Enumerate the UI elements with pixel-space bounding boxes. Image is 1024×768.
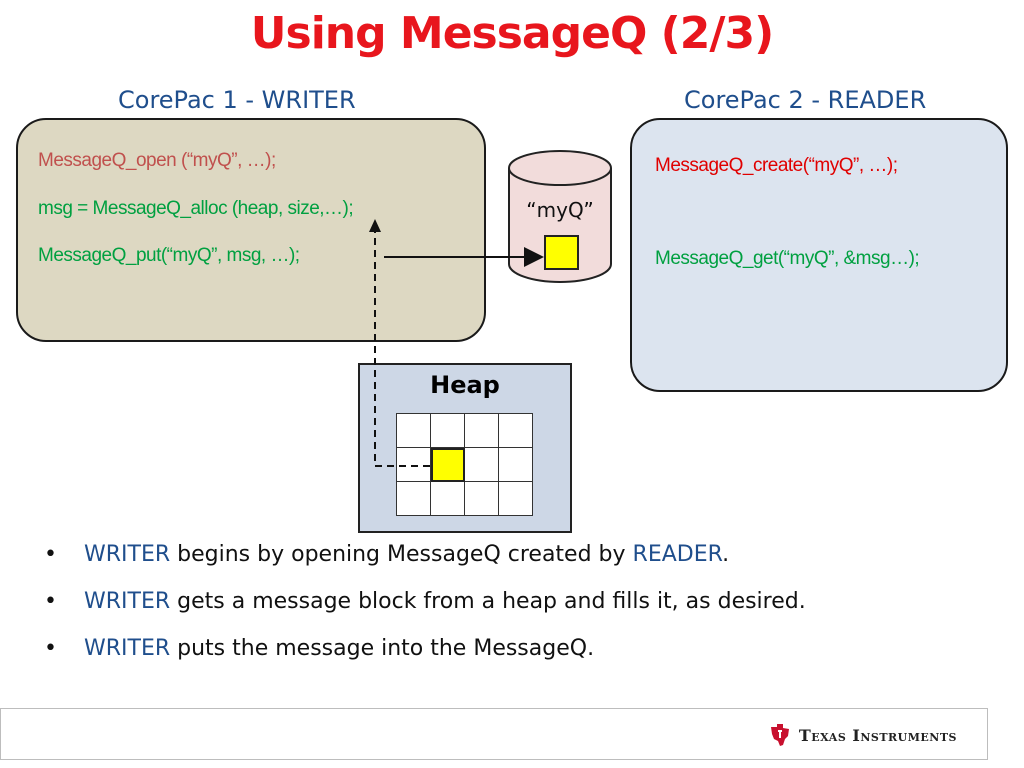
queue-top xyxy=(508,150,612,186)
reader-create-call: MessageQ_create(“myQ”, …); xyxy=(655,155,898,176)
bullet-item: • WRITER begins by opening MessageQ creat… xyxy=(44,540,806,587)
writer-alloc-call: msg = MessageQ_alloc (heap, size,…); xyxy=(38,198,354,219)
bullet-dot: • xyxy=(44,542,57,567)
heap-cell xyxy=(499,482,533,516)
writer-corepac-box xyxy=(16,118,486,342)
bullet-keyword: WRITER xyxy=(84,636,171,661)
bullet-dot: • xyxy=(44,589,57,614)
bullet-text: puts the message into the MessageQ. xyxy=(170,636,595,661)
writer-label: CorePac 1 - WRITER xyxy=(118,86,356,114)
queue-label: “myQ” xyxy=(526,198,594,222)
bullet-keyword: READER xyxy=(632,542,723,567)
company-name: Texas Instruments xyxy=(798,725,957,745)
bullet-text: gets a message block from a heap and fil… xyxy=(170,589,806,614)
bullet-text: . xyxy=(722,542,730,567)
alloc-dashed-line xyxy=(374,228,430,467)
alloc-arrowhead xyxy=(369,219,381,232)
queued-message-block xyxy=(544,235,579,270)
reader-label: CorePac 2 - READER xyxy=(684,86,927,114)
writer-put-call: MessageQ_put(“myQ”, msg, …); xyxy=(38,245,300,266)
bullet-keyword: WRITER xyxy=(84,589,171,614)
heap-title: Heap xyxy=(430,371,500,399)
bullet-item: • WRITER puts the message into the Messag… xyxy=(44,634,806,681)
heap-cell xyxy=(499,414,533,448)
allocated-message-block xyxy=(431,448,465,482)
footer-bar: Texas Instruments xyxy=(0,708,988,760)
bullet-dot: • xyxy=(44,636,57,661)
heap-cell xyxy=(499,448,533,482)
heap-grid xyxy=(396,413,533,516)
heap-cell xyxy=(397,482,431,516)
ti-logo-icon xyxy=(770,724,789,746)
slide-title: Using MessageQ (2/3) xyxy=(250,8,774,59)
heap-cell xyxy=(465,414,499,448)
writer-open-call: MessageQ_open (“myQ”, …); xyxy=(38,150,276,171)
bullet-keyword: WRITER xyxy=(84,542,171,567)
heap-box: Heap xyxy=(358,363,572,533)
bullet-item: • WRITER gets a message block from a heap… xyxy=(44,587,806,634)
reader-corepac-box xyxy=(630,118,1008,392)
heap-cell xyxy=(431,414,465,448)
heap-cell xyxy=(465,482,499,516)
heap-cell xyxy=(397,414,431,448)
reader-get-call: MessageQ_get(“myQ”, &msg…); xyxy=(655,248,920,269)
bullet-text: begins by opening MessageQ created by xyxy=(170,542,633,567)
heap-cell xyxy=(465,448,499,482)
heap-cell xyxy=(431,482,465,516)
bullet-list: • WRITER begins by opening MessageQ creat… xyxy=(44,540,806,681)
ti-logo: Texas Instruments xyxy=(769,723,957,747)
